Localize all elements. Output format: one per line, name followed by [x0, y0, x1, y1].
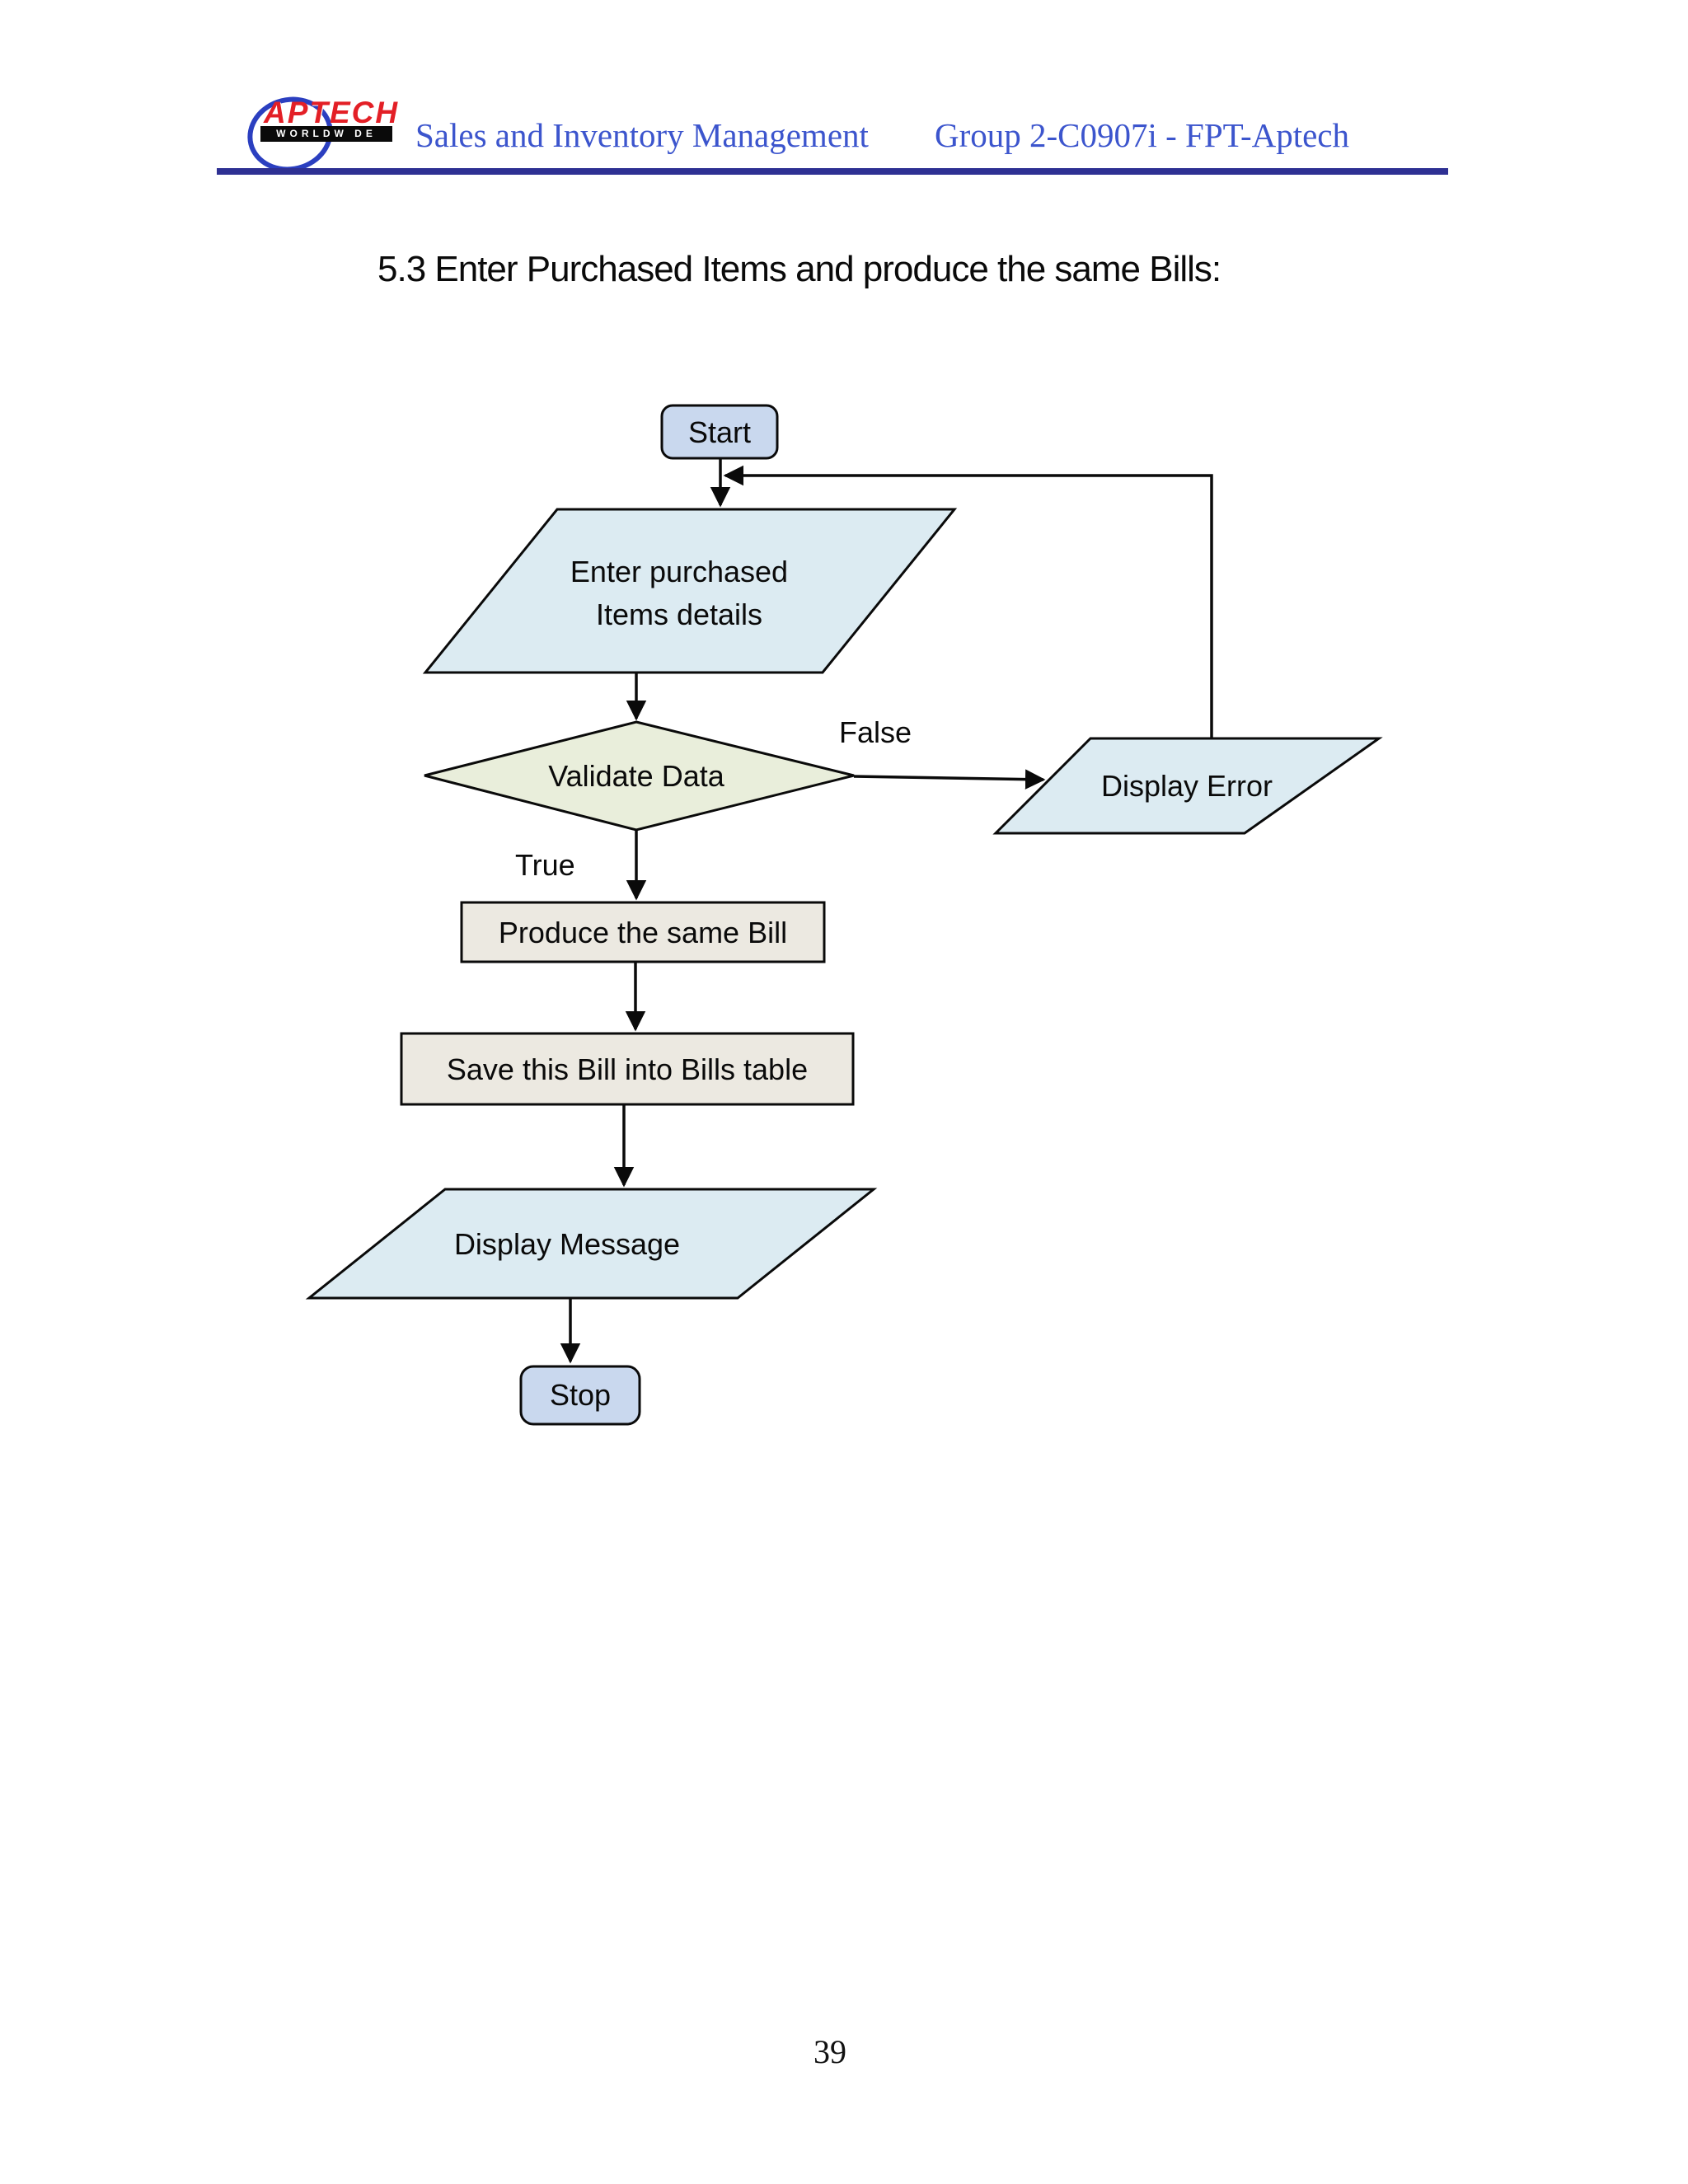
decision-node-label: Validate Data — [548, 759, 724, 793]
error-node-label: Display Error — [1101, 769, 1273, 803]
process2-node — [400, 1032, 855, 1106]
process1-node-label: Produce the same Bill — [499, 916, 787, 949]
error-node — [992, 737, 1383, 835]
logo-tagline: WORLDW DE — [260, 126, 392, 142]
output-node-label: Display Message — [454, 1227, 680, 1261]
process2-node-label: Save this Bill into Bills table — [447, 1052, 808, 1086]
logo-brand-text: APTECH — [264, 96, 400, 129]
input-node-label-line2: Items details — [596, 598, 762, 631]
stop-node — [519, 1365, 641, 1426]
false-branch-label: False — [839, 715, 912, 749]
section-heading: 5.3 Enter Purchased Items and produce th… — [377, 249, 1221, 289]
start-node-label: Start — [688, 415, 751, 449]
true-branch-label: True — [515, 848, 575, 882]
process1-node — [460, 901, 826, 963]
edge-decision-false-to-error — [853, 769, 1046, 790]
header-group-title: Group 2-C0907i - FPT-Aptech — [935, 116, 1349, 154]
page-number: 39 — [814, 2033, 846, 2070]
decision-node — [424, 720, 855, 832]
input-node-label-line1: Enter purchased — [570, 555, 788, 588]
header-rule — [217, 168, 1448, 175]
header-document-title: Sales and Inventory Management — [415, 116, 869, 154]
edge-error-feedback-to-start-line — [723, 465, 1213, 738]
aptech-logo: APTECH WORLDW DE — [239, 81, 410, 181]
input-node — [422, 508, 958, 674]
output-node — [305, 1188, 878, 1300]
stop-node-label: Stop — [550, 1378, 611, 1412]
start-node — [660, 404, 779, 460]
